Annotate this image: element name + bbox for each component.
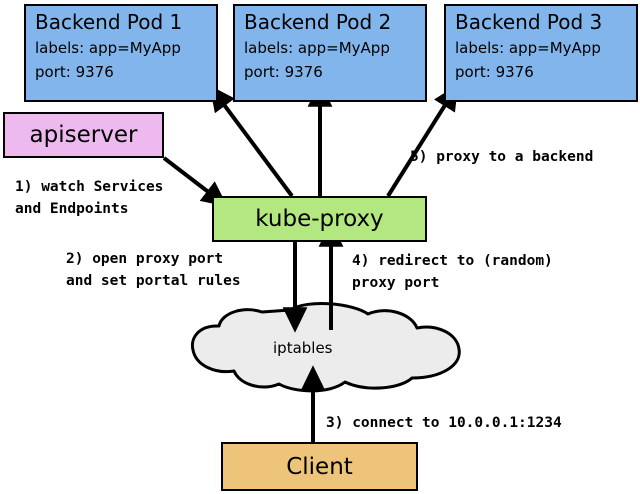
step-2-line-2: and set portal rules: [66, 273, 241, 289]
step-5-line-1: 5) proxy to a backend: [410, 149, 594, 165]
step-1-line-1: 1) watch Services: [15, 179, 164, 195]
arrow-kubeproxy-to-pod1: [209, 85, 294, 198]
iptables-label: iptables: [273, 339, 333, 357]
step-1-line-2: and Endpoints: [15, 201, 129, 217]
step-4-line-1: 4) redirect to (random): [352, 253, 553, 269]
backend-pod-1-port: port: 9376: [35, 63, 114, 81]
kube-proxy-label: kube-proxy: [255, 206, 384, 232]
backend-pod-2-labels: labels: app=MyApp: [244, 39, 390, 57]
backend-pod-1-labels: labels: app=MyApp: [35, 39, 181, 57]
arrow-apiserver-to-kubeproxy: [162, 156, 228, 207]
client-box[interactable]: Client: [221, 442, 418, 491]
client-label: Client: [286, 453, 353, 480]
backend-pod-3-title: Backend Pod 3: [455, 10, 603, 34]
apiserver-label: apiserver: [29, 122, 138, 148]
backend-pod-3-labels: labels: app=MyApp: [455, 39, 601, 57]
backend-pod-3-port: port: 9376: [455, 63, 534, 81]
kube-proxy-box[interactable]: kube-proxy: [212, 196, 427, 242]
apiserver-box[interactable]: apiserver: [3, 112, 164, 158]
backend-pod-1-box[interactable]: Backend Pod 1 labels: app=MyApp port: 93…: [24, 4, 218, 102]
backend-pod-2-port: port: 9376: [244, 63, 323, 81]
step-4-line-2: proxy port: [352, 275, 440, 291]
backend-pod-2-box[interactable]: Backend Pod 2 labels: app=MyApp port: 93…: [233, 4, 427, 102]
backend-pod-1-title: Backend Pod 1: [35, 10, 183, 34]
backend-pod-3-box[interactable]: Backend Pod 3 labels: app=MyApp port: 93…: [444, 4, 638, 102]
step-2-line-1: 2) open proxy port: [66, 251, 224, 267]
step-3-line-1: 3) connect to 10.0.0.1:1234: [326, 415, 562, 431]
backend-pod-2-title: Backend Pod 2: [244, 10, 392, 34]
